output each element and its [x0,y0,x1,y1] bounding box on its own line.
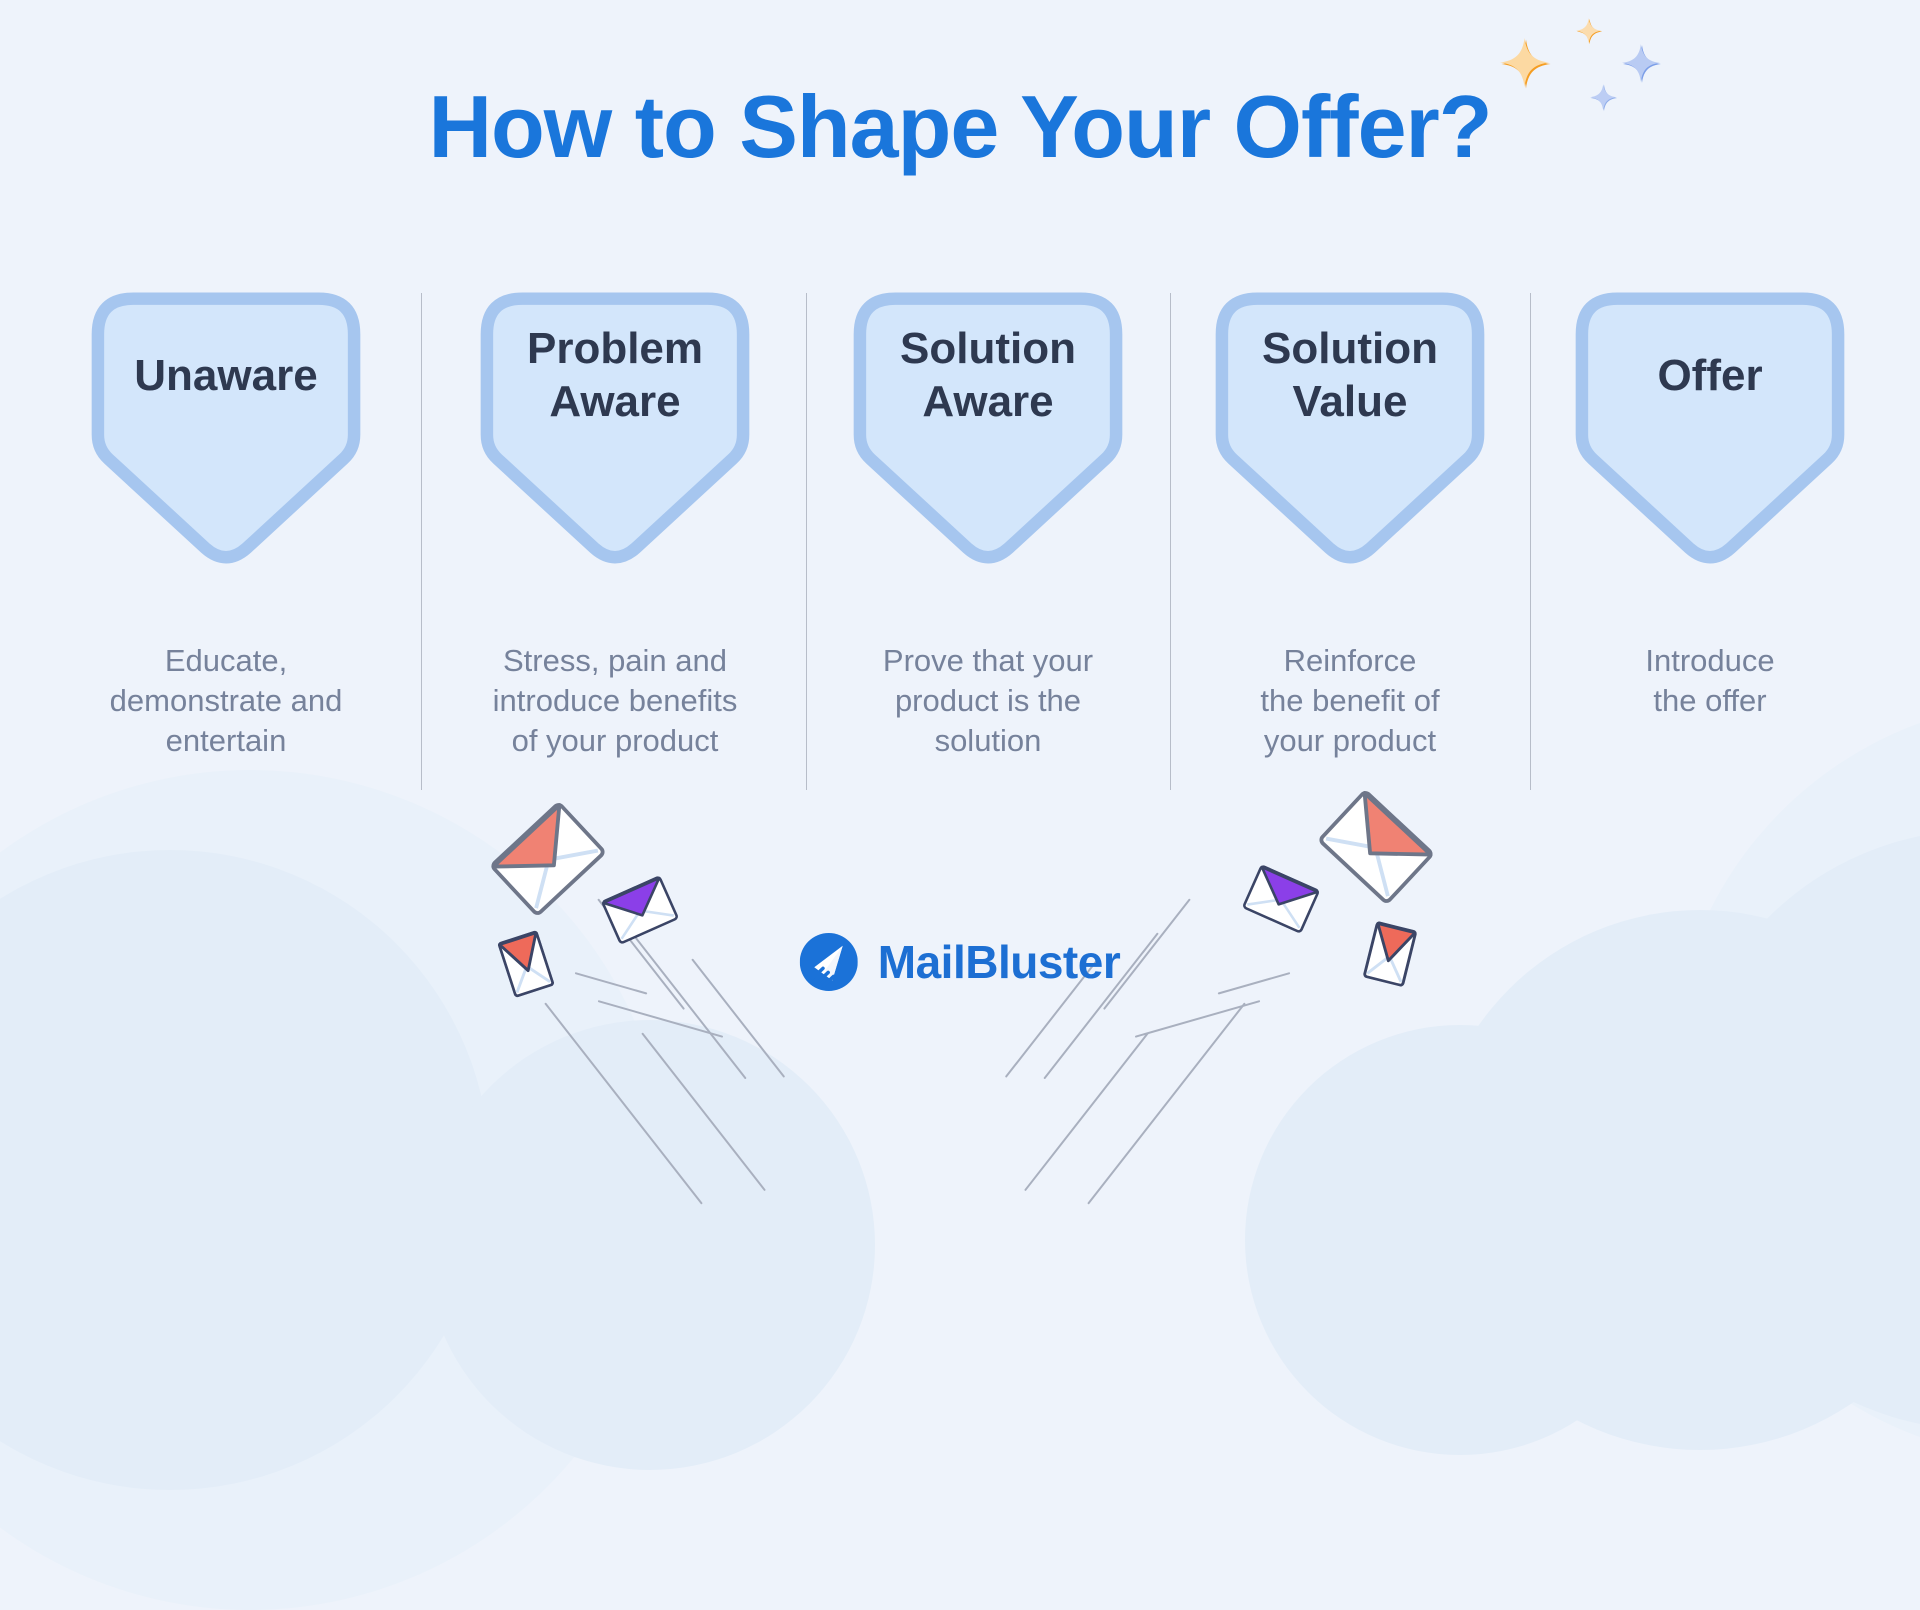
column-divider [806,293,807,790]
brand-name: MailBluster [877,936,1121,988]
motion-line [1217,972,1291,995]
shield-shape-icon [480,292,750,564]
mailbluster-logo-icon [799,933,858,991]
column-divider [1170,293,1171,790]
stage-column-unaware: Unaware Educate, demonstrate and enterta… [56,291,396,761]
motion-line [1024,1032,1149,1192]
brand-logo: MailBluster [799,933,1121,991]
stage-badge: Problem Aware [479,291,751,575]
page-title: How to Shape Your Offer? [428,77,1492,176]
cloud-shape [425,1020,875,1470]
envelope-icon [488,799,609,919]
stage-badge: Unaware [90,291,362,575]
sparkle-icon [1590,84,1618,112]
stage-description: Stress, pain and introduce benefits of y… [492,643,738,758]
envelope-icon [1362,921,1419,988]
column-divider [421,293,422,790]
shield-shape-icon [1215,292,1485,564]
column-divider [1530,293,1531,790]
shield-shape-icon [91,292,361,564]
stage-description: Educate, demonstrate and entertain [109,643,343,758]
stage-column-solution-value: Solution Value Reinforce the benefit of … [1180,291,1520,761]
motion-line [1134,1000,1261,1038]
stage-badge-label: Solution Value [1262,324,1438,426]
stage-badge-label: Solution Aware [900,324,1076,426]
envelope-icon [497,930,555,998]
stage-badge-label: Problem Aware [526,324,704,426]
stage-badge-label: Unaware [134,350,318,400]
sparkle-icon [1500,38,1552,90]
stage-column-solution-aware: Solution Aware Prove that your product i… [818,291,1158,761]
sparkle-icon [1576,18,1603,45]
stage-badge: Solution Value [1214,291,1486,575]
stage-description: Prove that your product is the solution [882,643,1094,758]
shield-shape-icon [853,292,1123,564]
stage-description: Introduce the offer [1645,643,1775,718]
stage-badge: Offer [1574,291,1846,575]
stage-badge-label: Offer [1657,350,1763,400]
sparkle-icon [1622,44,1662,84]
envelope-icon [1241,864,1321,935]
envelope-icon [1316,787,1437,907]
infographic: How to Shape Your Offer? Unaware Educate… [56,18,1920,1470]
stage-badge: Solution Aware [852,291,1124,575]
envelope-icon [600,875,680,946]
stage-column-offer: Offer Introduce the offer [1540,291,1880,721]
shield-shape-icon [1575,292,1845,564]
stage-description: Reinforce the benefit of your product [1260,643,1440,758]
stage-column-problem-aware: Problem Aware Stress, pain and introduce… [445,291,785,761]
motion-line [1087,1002,1246,1205]
